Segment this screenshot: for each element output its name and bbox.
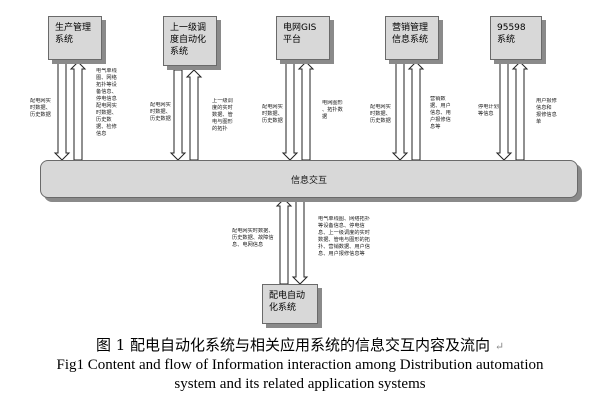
arrow-bus-to-bottom [291,198,309,285]
note-sys5-to-bus: 停电计划 等信息 [478,104,499,117]
note-sys3-to-bus: 配电网实 时数据、 历史数据 [262,104,283,124]
arrow-to-bus-5 [495,61,513,161]
note-bus-to-sys2: 上一级调 度的实时 数据、管 电与图形 的拓扑 [212,98,233,132]
arrow-to-bus-1 [53,61,71,161]
figure-caption-chinese: 图 1 配电自动化系统与相关应用系统的信息交互内容及流向 ↵ [95,336,505,354]
arrow-from-bus-2 [185,69,203,161]
system-box-grid-gis: 电网GIS 平台 [276,16,330,60]
note-sys1-to-bus: 配电网实 时数据、 历史数据 [30,98,51,118]
system-box-marketing-mgmt: 营销管理 信息系统 [385,16,439,60]
bus-label: 信息交互 [290,176,327,186]
arrow-from-bus-1 [69,61,87,161]
note-bus-to-sys5: 用户报修 信息和 报修信息 单 [536,98,557,125]
arrow-bottom-to-bus [275,198,293,285]
system-box-distribution-automation: 配电自动 化系统 [262,284,318,324]
information-interaction-bus: 信息交互 [40,160,578,198]
figure-caption-english: Fig1 Content and flow of Information int… [56,357,544,392]
note-bottom-to-bus: 配电网实时数据、 历史数据、故障信 息、电网信息 [232,228,274,248]
note-bus-to-sys1: 电气单线 图、网络 拓扑等设 备信息、 停电信息 配电网实 时数据、 历史数 据… [96,68,117,137]
arrow-from-bus-4 [407,61,425,161]
arrow-from-bus-5 [511,61,529,161]
flow-arrows [53,61,529,285]
note-bus-to-sys3: 电网图形 、拓扑数 据 [322,100,343,120]
system-box-upper-dispatch: 上一级调 度自动化 系统 [163,16,217,66]
system-box-production-mgmt: 生产管理 系统 [48,16,102,60]
arrow-to-bus-4 [391,61,409,161]
arrow-to-bus-3 [281,61,299,161]
arrow-from-bus-3 [297,61,315,161]
note-bus-to-bottom: 电气单线图、网络拓扑 等设备信息、停电信 息、上一级调度的实时 数据、管电与图形… [318,216,370,257]
note-bus-to-sys4: 营销数 据、用户 信息、用 户报修信 息等 [430,96,451,130]
note-sys2-to-bus: 配电网实 时数据、 历史数据 [150,102,171,122]
system-box-95598: 95598 系统 [490,16,542,60]
note-sys4-to-bus: 配电网实 时数据、 历史数据 [370,104,391,124]
interaction-diagram [53,61,529,285]
arrow-to-bus-2 [169,69,187,161]
